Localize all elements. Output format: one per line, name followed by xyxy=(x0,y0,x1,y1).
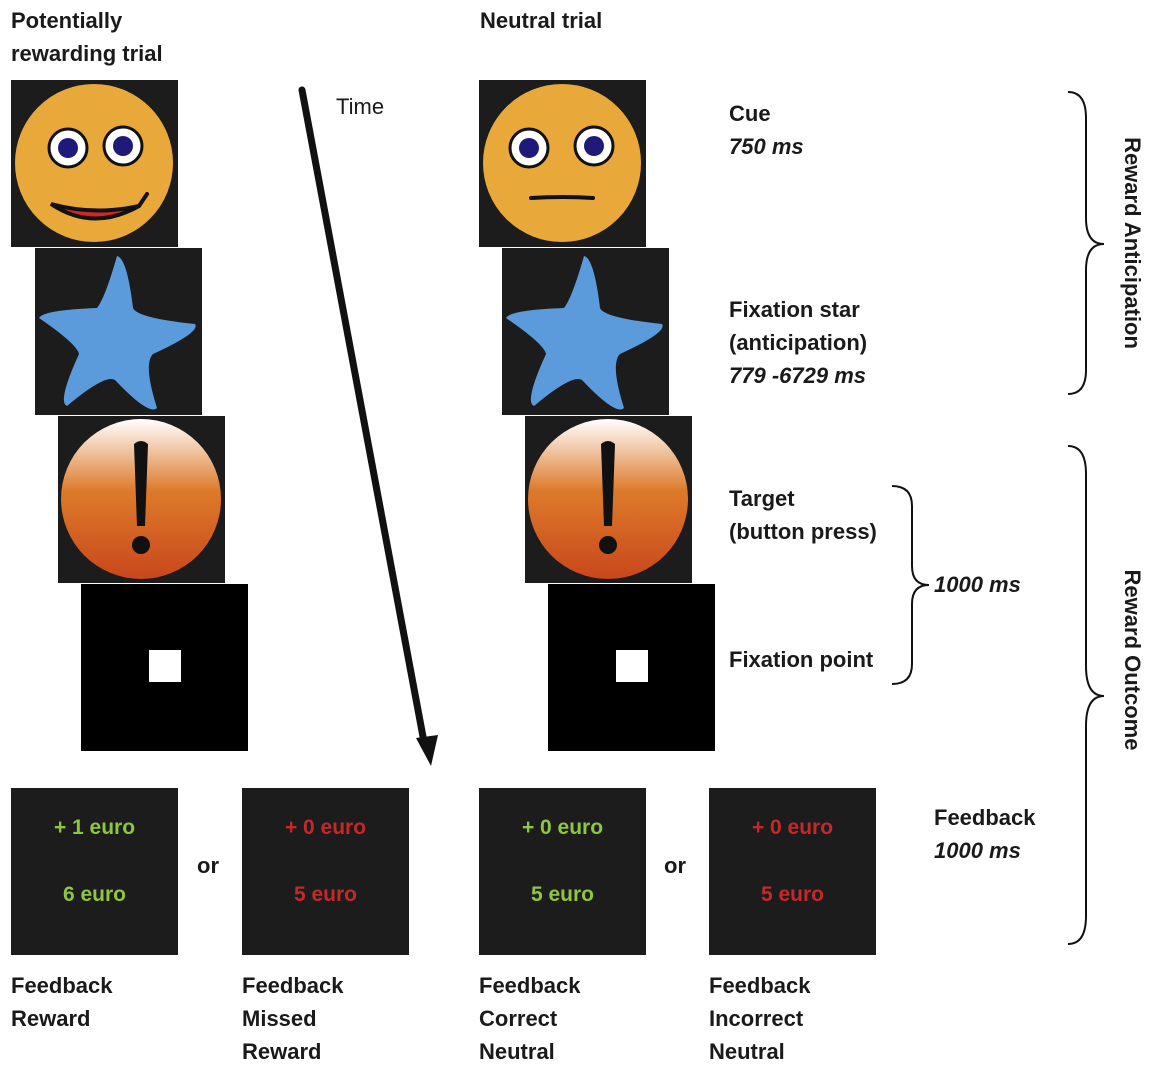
fixation-square xyxy=(149,650,181,682)
star-icon xyxy=(39,256,196,410)
caption-line: Neutral xyxy=(709,1039,785,1064)
feedback-panel-correct-neutral: + 0 euro 5 euro xyxy=(479,788,646,955)
outcome-brace xyxy=(1067,445,1105,945)
feedback-text: Feedback xyxy=(934,805,1036,830)
feedback-gain-text: + 1 euro xyxy=(53,816,136,839)
feedback-total-text: 5 euro xyxy=(293,883,358,906)
fixation-star-panel-rewarding xyxy=(35,248,202,415)
header-line-2: rewarding trial xyxy=(11,41,163,66)
cue-panel-rewarding xyxy=(11,80,178,247)
target-label: Target (button press) xyxy=(729,482,877,548)
smiling-face-icon xyxy=(13,82,175,244)
caption-incorrect-neutral: Feedback Incorrect Neutral xyxy=(709,969,811,1068)
feedback-total-text: 6 euro xyxy=(62,883,127,906)
feedback-duration: 1000 ms xyxy=(934,838,1021,863)
feedback-panel-reward: + 1 euro 6 euro xyxy=(11,788,178,955)
or-label-rewarding: or xyxy=(197,853,219,878)
target-fixation-duration: 1000 ms xyxy=(934,572,1021,597)
fixation-star-duration: 779 -6729 ms xyxy=(729,363,866,388)
target-text: Target xyxy=(729,486,795,511)
caption-line: Feedback xyxy=(479,973,581,998)
feedback-total-text: 5 euro xyxy=(760,883,825,906)
reward-outcome-label: Reward Outcome xyxy=(1120,569,1145,751)
caption-reward: Feedback Reward xyxy=(11,969,113,1035)
feedback-gain-text: + 0 euro xyxy=(284,816,367,839)
caption-correct-neutral: Feedback Correct Neutral xyxy=(479,969,581,1068)
caption-line: Incorrect xyxy=(709,1006,804,1031)
cue-duration: 750 ms xyxy=(729,134,804,159)
feedback-gain-text: + 0 euro xyxy=(521,816,604,839)
exclamation-icon xyxy=(61,419,221,579)
exclamation-icon xyxy=(528,419,688,579)
feedback-panel-incorrect-neutral: + 0 euro 5 euro xyxy=(709,788,876,955)
fixation-star-subtext: (anticipation) xyxy=(729,330,868,355)
rewarding-trial-header: Potentially rewarding trial xyxy=(11,4,163,70)
neutral-face-icon xyxy=(481,82,643,244)
caption-line: Feedback xyxy=(709,973,811,998)
fixation-star-text: Fixation star xyxy=(729,297,860,322)
cue-panel-neutral xyxy=(479,80,646,247)
or-label-neutral: or xyxy=(664,853,686,878)
caption-line: Reward xyxy=(11,1006,91,1031)
caption-line: Neutral xyxy=(479,1039,555,1064)
fixation-point-panel-rewarding xyxy=(81,584,248,751)
anticipation-brace xyxy=(1067,91,1105,395)
caption-line: Reward xyxy=(242,1039,322,1064)
feedback-gain-text: + 0 euro xyxy=(751,816,834,839)
caption-missed-reward: Feedback Missed Reward xyxy=(242,969,344,1068)
target-subtext: (button press) xyxy=(729,519,877,544)
target-panel-rewarding xyxy=(58,416,225,583)
caption-line: Correct xyxy=(479,1006,558,1031)
reward-anticipation-label: Reward Anticipation xyxy=(1120,137,1145,349)
fixation-star-label: Fixation star (anticipation) 779 -6729 m… xyxy=(729,293,867,392)
star-icon xyxy=(506,256,663,410)
small-brace xyxy=(891,485,930,685)
cue-text: Cue xyxy=(729,101,771,126)
fixation-square xyxy=(616,650,648,682)
feedback-total-text: 5 euro xyxy=(530,883,595,906)
time-label: Time xyxy=(336,94,385,119)
fixation-star-panel-neutral xyxy=(502,248,669,415)
caption-line: Feedback xyxy=(11,973,113,998)
cue-label: Cue 750 ms xyxy=(729,97,804,163)
target-panel-neutral xyxy=(525,416,692,583)
header-line-1: Potentially xyxy=(11,8,123,33)
fixation-point-label: Fixation point xyxy=(729,647,874,672)
caption-line: Feedback xyxy=(242,973,344,998)
feedback-panel-missed-reward: + 0 euro 5 euro xyxy=(242,788,409,955)
caption-line: Missed xyxy=(242,1006,317,1031)
fixation-point-panel-neutral xyxy=(548,584,715,751)
neutral-trial-header: Neutral trial xyxy=(480,8,603,33)
feedback-label: Feedback 1000 ms xyxy=(934,801,1036,867)
